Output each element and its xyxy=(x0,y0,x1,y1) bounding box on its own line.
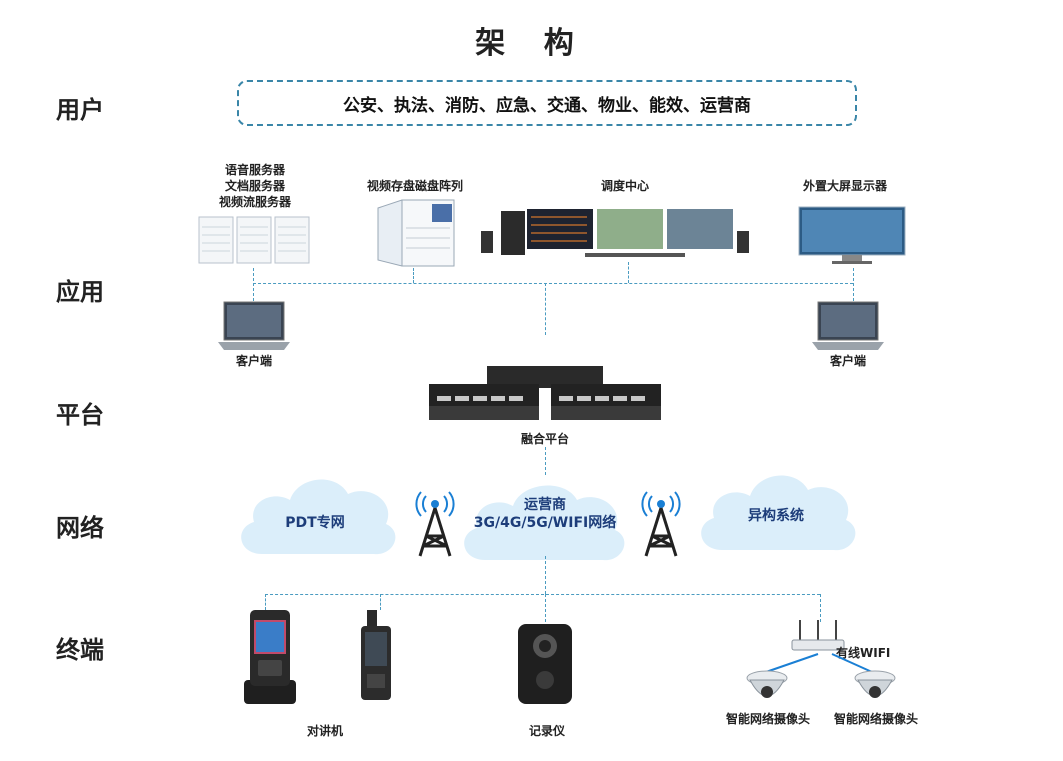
walkie-talkie-icon xyxy=(361,610,391,700)
wifi-caption: 有线WIFI xyxy=(836,646,891,660)
camera-caption-2: 智能网络摄像头 xyxy=(833,712,918,726)
platform-caption: 融合平台 xyxy=(520,432,569,446)
client-caption-right: 客户端 xyxy=(829,354,866,368)
layer-label-platform: 平台 xyxy=(56,401,104,429)
camera-caption-1: 智能网络摄像头 xyxy=(725,712,810,726)
server-label-video: 视频流服务器 xyxy=(218,195,291,209)
users-text: 公安、执法、消防、应急、交通、物业、能效、运营商 xyxy=(343,95,751,116)
cloud-hetero-icon xyxy=(701,475,856,551)
fusion-platform-icon xyxy=(429,366,661,420)
dispatch-caption: 调度中心 xyxy=(600,179,649,193)
dome-camera-icon-2 xyxy=(854,670,896,698)
network-carrier-label: 运营商 3G/4G/5G/WIFI网络 xyxy=(470,496,620,532)
dispatch-center-icon xyxy=(481,209,749,257)
server-label-doc: 文档服务器 xyxy=(224,179,285,193)
rugged-phone-icon xyxy=(244,610,296,704)
client-caption-left: 客户端 xyxy=(235,354,272,368)
body-camera-icon xyxy=(518,624,572,704)
layer-label-network: 网络 xyxy=(56,514,104,542)
cloud-carrier-icon xyxy=(464,485,625,561)
layer-label-terminal: 终端 xyxy=(56,636,104,664)
network-carrier-line2: 3G/4G/5G/WIFI网络 xyxy=(473,515,617,531)
laptop-icon-left xyxy=(218,301,290,350)
layer-label-user: 用户 xyxy=(56,96,104,124)
wifi-router-icon xyxy=(791,620,845,651)
server-label-voice: 语音服务器 xyxy=(224,163,285,177)
storage-caption: 视频存盘磁盘阵列 xyxy=(366,179,463,193)
servers-caption: 语音服务器 文档服务器 视频流服务器 xyxy=(200,162,310,210)
display-caption: 外置大屏显示器 xyxy=(802,179,887,193)
page-title: 架 构 xyxy=(475,26,588,61)
layer-label-app: 应用 xyxy=(56,278,104,306)
network-hetero-label: 异构系统 xyxy=(748,508,804,524)
cloud-pdt-icon xyxy=(241,479,396,555)
disk-array-icon xyxy=(377,199,455,267)
dome-camera-icon-1 xyxy=(746,670,788,698)
signal-tower-icon-left xyxy=(415,491,455,557)
big-screen-icon xyxy=(798,206,906,264)
laptop-icon-right xyxy=(812,301,884,350)
recorder-caption: 记录仪 xyxy=(528,724,565,738)
signal-tower-icon-right xyxy=(641,491,681,557)
radio-caption: 对讲机 xyxy=(306,724,343,738)
network-carrier-line1: 运营商 xyxy=(524,497,566,513)
users-box: 公安、执法、消防、应急、交通、物业、能效、运营商 xyxy=(237,80,857,126)
server-rack-icon xyxy=(198,216,310,264)
camera-links xyxy=(765,653,873,673)
network-pdt-label: PDT专网 xyxy=(285,515,345,531)
